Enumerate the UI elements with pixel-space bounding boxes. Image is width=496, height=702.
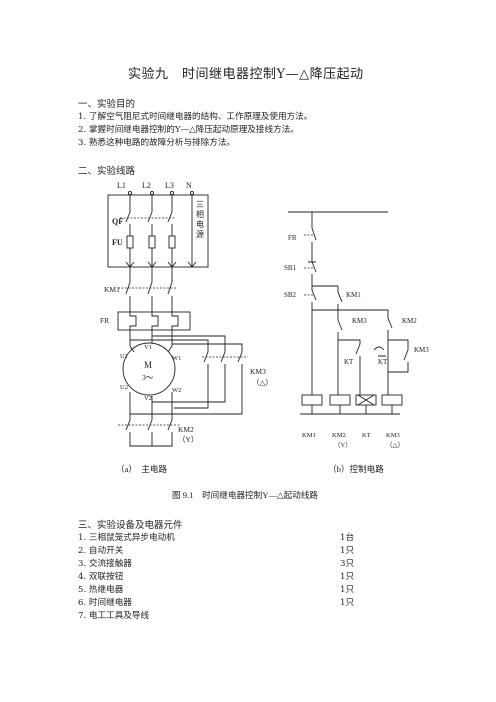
terminal-w1: W1 [172, 355, 181, 362]
coil-km1 [301, 394, 323, 406]
phase-lines-top [120, 195, 197, 268]
equipment-item-qty: 3只 [340, 559, 355, 569]
kt-contact-label-1: KT [344, 358, 354, 366]
purpose-item: 1. 了解空气阻尼式时间继电器的结构、工作原理及使用方法。 [78, 112, 313, 122]
equipment-item-name: 2. 自动开关 [78, 546, 124, 556]
phase-label-l2: L2 [142, 181, 151, 190]
equipment-item-name: 5. 热继电器 [78, 585, 124, 595]
section-heading-purpose: 一、实验目的 [78, 99, 136, 110]
km2-main-label: KM2 [178, 425, 194, 434]
equipment-item-qty: 1只 [340, 598, 355, 608]
km2-main-sub: （Y） [178, 435, 198, 444]
motor-symbol [122, 342, 176, 396]
figure-caption: 图 9.1 时间继电器控制Y—△起动线路 [172, 489, 318, 500]
fu-label: FU [112, 238, 123, 247]
coil-sub-delta: （△） [386, 441, 404, 449]
fr-main-label: FR [100, 316, 109, 325]
fr-ctrl-label: FR [288, 234, 297, 242]
section-heading-equipment: 三、实验设备及电器元件 [78, 520, 183, 531]
coil-km2 [329, 394, 351, 406]
terminal-v2: V2 [144, 395, 152, 402]
phase-label-l1: L1 [117, 181, 126, 190]
terminal-w2: W2 [172, 387, 181, 394]
sb1-label: SB1 [284, 264, 297, 272]
equipment-item-name: 6. 时间继电器 [78, 598, 132, 608]
km3-main-sub: （△） [252, 378, 273, 387]
qf-label: QF [112, 217, 123, 226]
terminal-u1: U1 [120, 353, 128, 360]
motor-label: M [144, 360, 152, 370]
phase-label-l3: L3 [165, 181, 174, 190]
main-circuit: L1 L2 L3 N 三 相 电 源 QF FU [100, 181, 273, 447]
control-circuit: FR SB1 SB2 KM1 KM3 KM2 KT KT KM3 KM [284, 211, 429, 449]
caption-control-circuit: （b）控制电路 [328, 463, 384, 474]
terminal-v1: V1 [144, 344, 152, 351]
km3-self-label: KM3 [414, 346, 429, 354]
km3-main-label: KM3 [250, 367, 266, 376]
equipment-item-name: 1. 三相鼠笼式异步电动机 [78, 533, 175, 543]
coil-label-km3: KM3 [386, 432, 400, 439]
equipment-item-qty: 1只 [340, 546, 355, 556]
purpose-item: 2. 掌握时间继电器控制的Y—△降压起动原理及接线方法。 [78, 125, 299, 135]
equipment-item-name: 7. 电工工具及导线 [78, 611, 150, 621]
source-char: 三 [196, 200, 204, 209]
sb2-label: SB2 [284, 291, 297, 299]
fr-thermal-box [117, 311, 191, 331]
equipment-item-name: 3. 交流接触器 [78, 559, 132, 569]
section-heading-circuit: 二、实验线路 [78, 166, 136, 177]
kt-contact-label-2: KT [378, 358, 388, 366]
km1-ctrl-label: KM1 [346, 291, 361, 299]
motor-sub-label: 3～ [142, 373, 154, 382]
power-source-box [107, 194, 209, 268]
coil-label-km2: KM2 [332, 432, 346, 439]
equipment-item-qty: 1台 [340, 533, 355, 543]
equipment-item-qty: 1只 [340, 585, 355, 595]
coil-sub-y: （Y） [334, 441, 352, 449]
km3-nc-label: KM3 [352, 317, 367, 325]
km1-main-label: KM1 [104, 285, 120, 294]
equipment-item-name: 4. 双联按钮 [78, 572, 124, 582]
km2-ctrl-label: KM2 [402, 317, 417, 325]
equipment-item-qty: 1只 [340, 572, 355, 582]
source-char: 源 [196, 230, 204, 239]
terminal-u2: U2 [120, 384, 128, 391]
page-title: 实验九 时间继电器控制Y—△降压起动 [128, 67, 364, 82]
phase-label-n: N [186, 181, 192, 190]
caption-main-circuit: （a） 主电路 [116, 463, 167, 474]
purpose-item: 3. 熟悉这种电路的故障分析与排除方法。 [78, 138, 236, 148]
coil-label-km1: KM1 [302, 432, 316, 439]
source-char: 电 [196, 219, 204, 229]
source-char: 相 [196, 209, 204, 219]
coil-km3 [381, 394, 403, 406]
coil-label-kt: KT [362, 432, 371, 439]
